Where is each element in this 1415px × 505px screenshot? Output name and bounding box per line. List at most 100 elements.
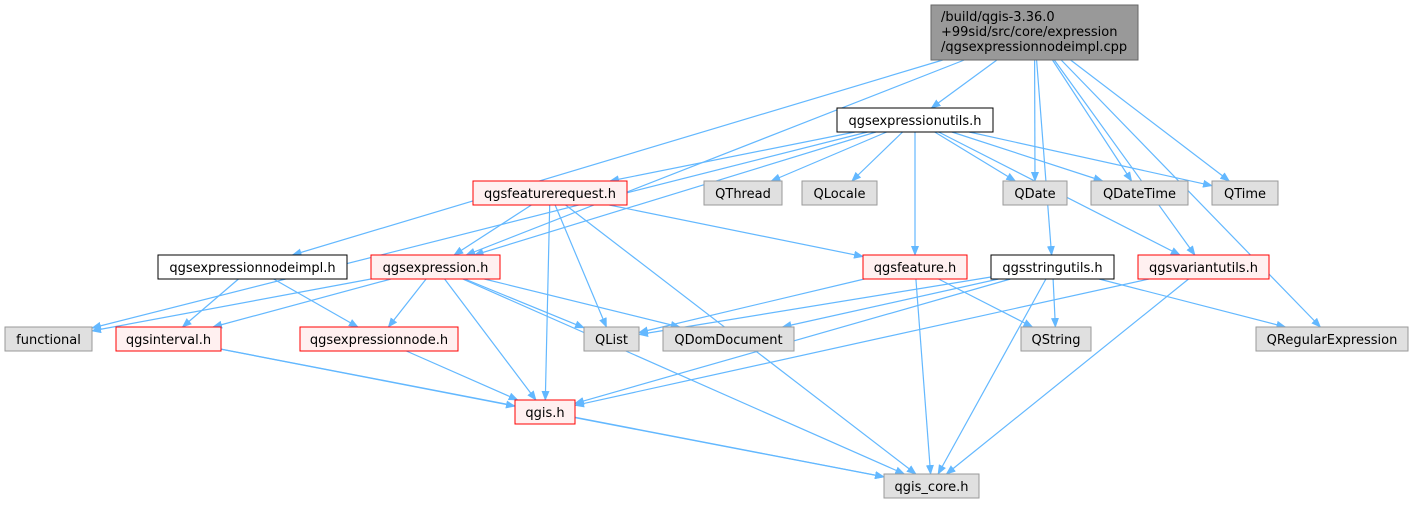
node-feature[interactable]: qgsfeature.h: [862, 254, 968, 280]
node-variantutils[interactable]: qgsvariantutils.h: [1137, 254, 1270, 280]
node-label: QLocale: [814, 187, 866, 202]
node-label: QString: [1031, 333, 1080, 348]
edge-featreq-to-qgis: [541, 204, 551, 401]
edge-exprutils-to-qdate: [934, 131, 1017, 182]
edge-expression-to-qdomdocument: [484, 278, 681, 329]
edge-root-to-stringutils: [1036, 59, 1055, 256]
node-qgis[interactable]: qgis.h: [514, 399, 576, 425]
node-label: QDateTime: [1103, 187, 1176, 202]
edge-root-to-qregexp: [1060, 59, 1322, 328]
edge-expression-to-qgiscore: [462, 278, 906, 475]
node-label: qgsexpression.h: [383, 261, 489, 276]
edge-root-to-nodeimpl: [291, 59, 943, 257]
edge-stringutils-to-qdomdocument: [781, 278, 999, 329]
node-featreq[interactable]: qgsfeaturerequest.h: [472, 180, 628, 206]
edge-expression-to-functional: [91, 278, 372, 334]
node-qdatetime: QDateTime: [1090, 180, 1189, 206]
node-box: [370, 254, 501, 280]
node-box: [1137, 254, 1270, 280]
node-qlist: QList: [583, 326, 640, 352]
edge-stringutils-to-qstring: [1050, 278, 1059, 328]
node-label: qgsvariantutils.h: [1149, 261, 1258, 276]
edge-exprnode-to-qgis: [406, 350, 519, 401]
node-box: [1020, 326, 1092, 352]
node-label: qgsexpressionutils.h: [848, 114, 981, 129]
edge-root-to-qdatetime: [1051, 59, 1133, 182]
node-label: QDate: [1014, 187, 1055, 202]
edge-root-to-exprutils: [930, 59, 998, 109]
node-expression[interactable]: qgsexpression.h: [370, 254, 501, 280]
edge-root-to-variantutils: [1053, 59, 1196, 256]
node-qdomdocument: QDomDocument: [662, 326, 795, 352]
node-label: QRegularExpression: [1267, 333, 1398, 348]
node-qtime: QTime: [1211, 180, 1279, 206]
node-exprnode[interactable]: qgsexpressionnode.h: [299, 326, 459, 352]
node-label: QTime: [1224, 187, 1266, 202]
edge-variantutils-to-qgiscore: [945, 278, 1189, 475]
node-label: qgsexpressionnodeimpl.h: [169, 261, 335, 276]
node-qregexp: QRegularExpression: [1255, 326, 1409, 352]
node-label: qgsexpressionnode.h: [310, 333, 448, 348]
node-box: [1090, 180, 1189, 206]
node-label: qgsinterval.h: [126, 333, 211, 348]
node-box: [514, 399, 576, 425]
node-box: [662, 326, 795, 352]
edge-feature-to-qstring: [938, 278, 1034, 328]
edge-root-to-expression: [465, 59, 965, 256]
node-box: [4, 326, 93, 352]
edge-featreq-to-feature: [609, 204, 864, 259]
edge-stringutils-to-qlist: [638, 276, 992, 337]
edge-qgis-to-qgiscore: [574, 417, 885, 480]
node-label: qgsfeature.h: [874, 261, 957, 276]
edge-nodeimpl-to-interval: [181, 278, 239, 328]
edge-expression-to-qlist: [464, 278, 585, 329]
node-box: [930, 4, 1139, 61]
node-qthread: QThread: [703, 180, 783, 206]
edge-exprutils-to-featreq: [609, 131, 856, 184]
node-box: [1211, 180, 1279, 206]
node-exprutils[interactable]: qgsexpressionutils.h: [836, 107, 994, 133]
node-box: [1255, 326, 1409, 352]
edge-exprutils-to-qlocale: [851, 131, 904, 182]
edge-exprutils-to-qthread: [770, 131, 887, 182]
node-qdate: QDate: [1002, 180, 1068, 206]
edge-stringutils-to-qgiscore: [937, 278, 1047, 475]
node-box: [157, 254, 348, 280]
edge-featreq-to-qlist: [554, 204, 607, 328]
node-root[interactable]: /build/qgis-3.36.0+99sid/src/core/expres…: [930, 4, 1139, 61]
edge-root-to-qtime: [1070, 59, 1231, 182]
node-interval[interactable]: qgsinterval.h: [115, 326, 222, 352]
node-label: qgsstringutils.h: [1002, 261, 1102, 276]
edge-featreq-to-expression: [453, 204, 532, 256]
node-box: [836, 107, 994, 133]
node-qstring: QString: [1020, 326, 1092, 352]
node-label: qgis.h: [525, 406, 564, 421]
node-box: [883, 473, 980, 499]
edge-exprutils-to-qdatetime: [951, 131, 1104, 183]
edge-exprutils-to-expression: [473, 131, 877, 257]
node-label: QThread: [715, 187, 771, 202]
edge-expression-to-interval: [212, 278, 392, 329]
node-functional: functional: [4, 326, 93, 352]
edge-exprutils-to-functional: [91, 131, 868, 330]
node-label-line: +99sid/src/core/expression: [941, 25, 1117, 40]
edge-feature-to-qgiscore: [915, 278, 934, 475]
node-box: [862, 254, 968, 280]
node-label-line: /qgsexpressionnodeimpl.cpp: [941, 40, 1127, 55]
node-nodeimpl[interactable]: qgsexpressionnodeimpl.h: [157, 254, 348, 280]
node-box: [703, 180, 783, 206]
node-label-line: /build/qgis-3.36.0: [941, 10, 1055, 25]
node-box: [299, 326, 459, 352]
node-label: QList: [595, 333, 628, 348]
node-qlocale: QLocale: [801, 180, 878, 206]
node-label: qgis_core.h: [895, 480, 969, 495]
node-label: qgsfeaturerequest.h: [484, 187, 616, 202]
edge-stringutils-to-qregexp: [1098, 278, 1287, 329]
edge-feature-to-qlist: [638, 278, 865, 335]
node-box: [115, 326, 222, 352]
edge-variantutils-to-qgis: [574, 278, 1150, 408]
edge-exprutils-to-qtime: [969, 131, 1213, 188]
node-box: [990, 254, 1115, 280]
node-stringutils[interactable]: qgsstringutils.h: [990, 254, 1115, 280]
